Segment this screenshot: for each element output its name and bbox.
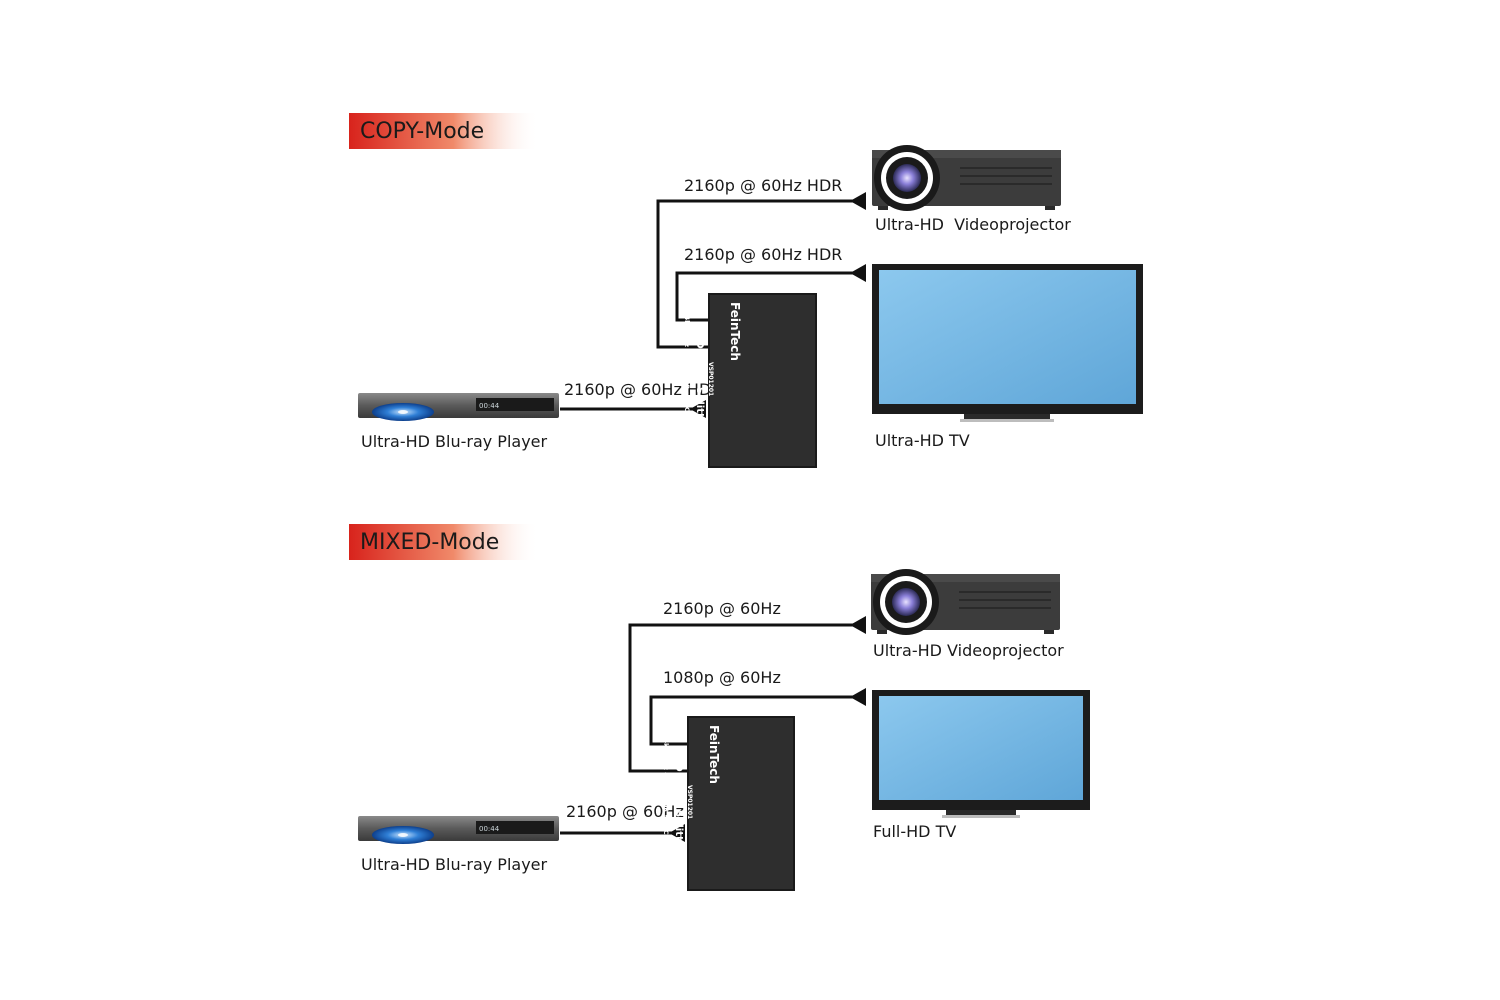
copy-projector-label: Ultra-HD Videoprojector — [875, 215, 1071, 234]
copy-arrowhead-tv — [850, 264, 866, 282]
copy-signal-input: 2160p @ 60Hz HDR — [564, 380, 722, 399]
mixed-tv-label: Full-HD TV — [873, 822, 956, 841]
mixed-arrowhead-tv — [850, 688, 866, 706]
copy-player-label: Ultra-HD Blu-ray Player — [361, 432, 548, 451]
mixed-arrowhead-projector — [850, 616, 866, 634]
copy-wire-to-projector — [656, 199, 864, 349]
copy-splitter-brand: FeinTech — [728, 302, 742, 361]
copy-wire-to-tv — [675, 271, 864, 322]
hdmi-splitter-icon: FeinTech VSP01201 HDMI 2.0 Splitter 1x2 … — [683, 293, 817, 468]
mixed-projector-label: Ultra-HD Videoprojector — [873, 641, 1064, 660]
mixed-player-display: 00:44 — [479, 825, 500, 833]
mixed-wire-to-projector — [628, 623, 864, 773]
mixed-splitter-brand: FeinTech — [707, 725, 721, 784]
mixed-signal-mid: 1080p @ 60Hz — [663, 668, 781, 687]
projector-icon — [872, 145, 1061, 211]
copy-splitter-name: HDMI 2.0 Splitter 1x2 — [694, 332, 705, 453]
mixed-mode-section: MIXED-Mode 2160p @ 60Hz 1080p @ 60Hz 216… — [349, 524, 1090, 891]
mixed-splitter-spec: 4k@60Hz 4:4:4 • HDR • HDCP 2.2 • 18 Gbit… — [662, 739, 669, 890]
mixed-arrowhead-input — [669, 824, 685, 842]
mixed-splitter-name: HDMI 2.0 Splitter 1x2 — [673, 755, 684, 876]
copy-signal-mid: 2160p @ 60Hz HDR — [684, 245, 842, 264]
mixed-splitter-model: VSP01201 — [686, 785, 693, 819]
copy-signal-top: 2160p @ 60Hz HDR — [684, 176, 842, 195]
tv-icon — [872, 264, 1143, 422]
mixed-mode-title: MIXED-Mode — [360, 530, 499, 555]
copy-splitter-model: VSP01201 — [707, 362, 714, 396]
bluray-player-icon: 00:44 — [358, 816, 559, 844]
copy-mode-title: COPY-Mode — [360, 119, 484, 144]
hdmi-splitter-icon: FeinTech VSP01201 HDMI 2.0 Splitter 1x2 … — [662, 716, 795, 891]
tv-icon — [872, 690, 1090, 818]
mixed-signal-input: 2160p @ 60Hz — [566, 802, 684, 821]
copy-arrowhead-input — [690, 400, 706, 418]
mixed-player-label: Ultra-HD Blu-ray Player — [361, 855, 548, 874]
copy-mode-section: COPY-Mode 2160p @ 60Hz HDR 2160p @ 60Hz … — [349, 113, 1143, 468]
copy-tv-label: Ultra-HD TV — [875, 431, 970, 450]
bluray-player-icon: 00:44 — [358, 393, 559, 421]
copy-splitter-spec: 4k@60Hz 4:4:4 • HDR • HDCP 2.2 • 18 Gbit… — [683, 316, 690, 467]
copy-player-display: 00:44 — [479, 402, 500, 410]
copy-arrowhead-projector — [850, 192, 866, 210]
mixed-wire-to-tv — [649, 695, 864, 746]
mixed-signal-top: 2160p @ 60Hz — [663, 599, 781, 618]
mixed-mode-banner — [349, 524, 539, 560]
projector-icon — [871, 569, 1060, 635]
copy-mode-banner — [349, 113, 539, 149]
